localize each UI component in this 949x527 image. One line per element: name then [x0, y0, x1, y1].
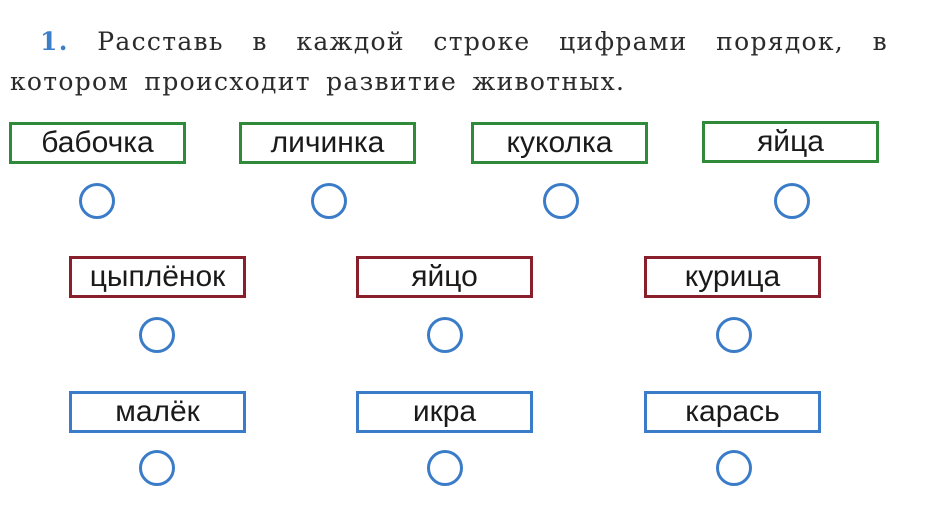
answer-circle-crucian[interactable]: [716, 450, 752, 486]
word-box-egg: яйцо: [356, 256, 533, 298]
answer-circle-egg[interactable]: [427, 317, 463, 353]
word-box-crucian: карась: [644, 391, 821, 433]
task-text: 1. Расставь в каждой строке цифрами поря…: [10, 22, 888, 102]
answer-circle-butterfly[interactable]: [79, 183, 115, 219]
word-box-eggs: яйца: [702, 121, 879, 163]
word-box-pupa: куколка: [471, 122, 648, 164]
task-number: 1.: [40, 27, 69, 56]
task-line-1: 1. Расставь в каждой строке цифрами поря…: [10, 22, 888, 62]
word-box-hen: курица: [644, 256, 821, 298]
answer-circle-hen[interactable]: [716, 317, 752, 353]
answer-circle-chick[interactable]: [139, 317, 175, 353]
word-box-fry: малёк: [69, 391, 246, 433]
word-box-butterfly: бабочка: [9, 122, 186, 164]
answer-circle-eggs[interactable]: [774, 183, 810, 219]
word-box-larva: личинка: [239, 122, 416, 164]
answer-circle-larva[interactable]: [311, 183, 347, 219]
word-box-chick: цыплёнок: [69, 256, 246, 298]
word-box-roe: икра: [356, 391, 533, 433]
answer-circle-pupa[interactable]: [543, 183, 579, 219]
task-instruction-part1: Расставь в каждой строке цифрами порядок…: [97, 27, 888, 56]
answer-circle-roe[interactable]: [427, 450, 463, 486]
task-instruction-part2: котором происходит развитие животных.: [10, 67, 626, 96]
answer-circle-fry[interactable]: [139, 450, 175, 486]
